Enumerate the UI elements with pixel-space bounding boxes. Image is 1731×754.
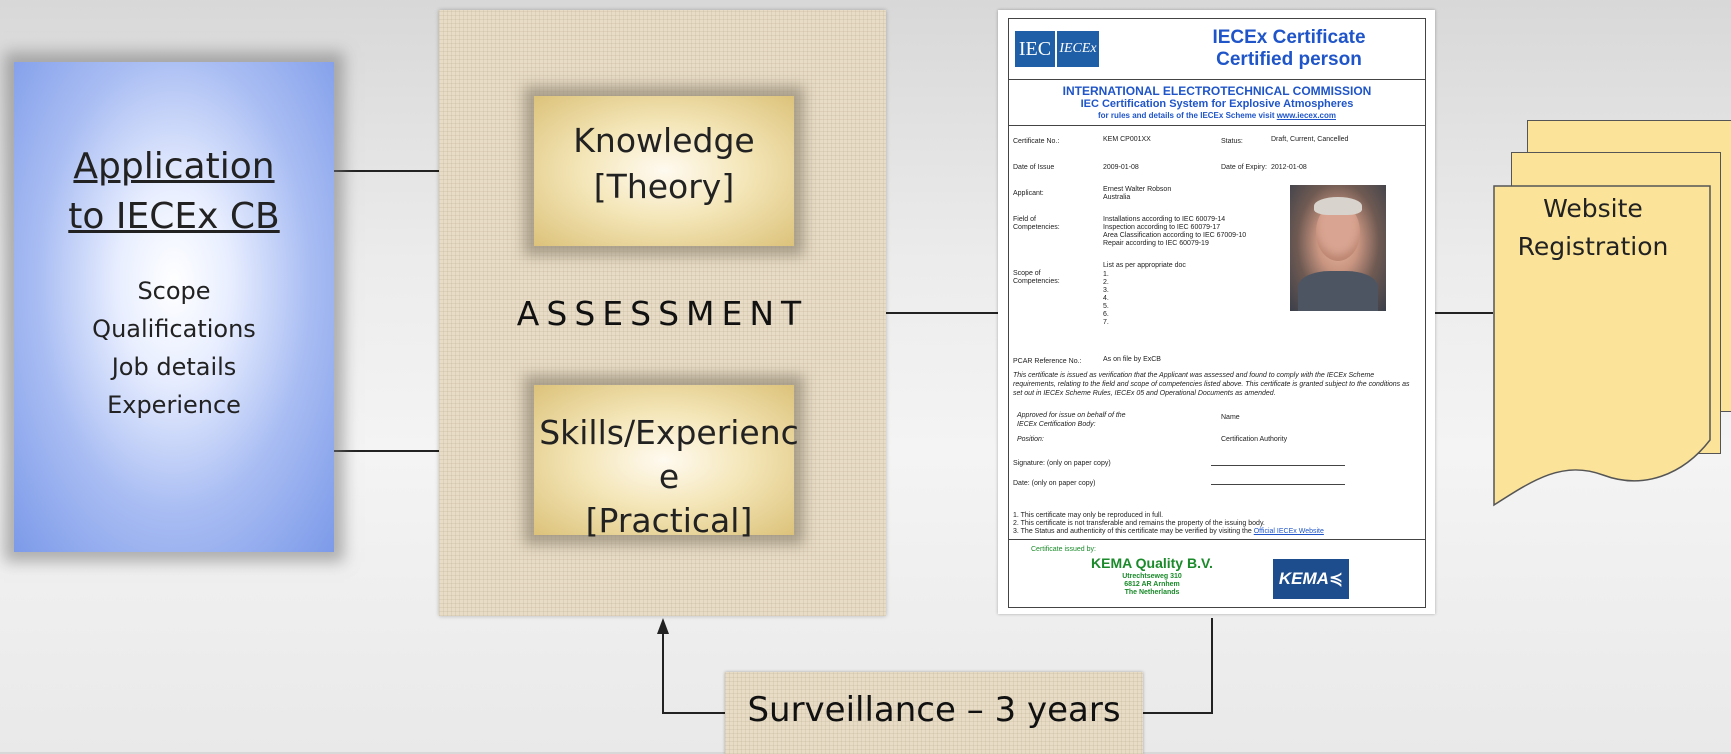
certificate-footer-divider [1009, 539, 1425, 540]
application-title: Application to IECEx CB [14, 142, 334, 242]
note-2: 2. This certificate is not transferable … [1013, 520, 1265, 527]
certificate-title-line1: IECEx Certificate [1212, 27, 1366, 48]
applicant-name: Ernest Walter Robson [1103, 186, 1172, 193]
date-expiry-value: 2012-01-08 [1271, 164, 1307, 171]
position-value: Certification Authority [1221, 436, 1288, 443]
position-label: Position: [1017, 436, 1044, 443]
pcar-value: As on file by ExCB [1103, 356, 1161, 363]
knowledge-box: Knowledge [Theory] [534, 96, 794, 246]
certificate-org: INTERNATIONAL ELECTROTECHNICAL COMMISSIO… [1062, 84, 1372, 98]
certificate-frame: IEC IECEx IECEx Certificate Certified pe… [1008, 18, 1426, 608]
application-items: Scope Qualifications Job details Experie… [14, 272, 334, 424]
scope-head: List as per appropriate doc [1103, 262, 1186, 269]
certificate-rules-link[interactable]: www.iecex.com [1276, 111, 1336, 120]
photo-hair [1314, 197, 1362, 215]
arrowhead-up-icon [657, 618, 669, 634]
iecex-logo: IECEx [1057, 31, 1099, 67]
certificate-system: IEC Certification System for Explosive A… [1080, 98, 1354, 110]
certificate-divider [1009, 125, 1425, 126]
status-label: Status: [1221, 138, 1243, 145]
approved-label: Approved for issue on behalf of the IECE… [1017, 412, 1126, 428]
connector-surveillance-assessment [662, 628, 725, 714]
field-label-1: Field of [1013, 216, 1036, 223]
skills-line3: [Practical] [585, 501, 753, 540]
website-registration-label: Website Registration [1493, 190, 1693, 266]
scope-item: 5. [1103, 303, 1109, 310]
issued-by-label: Certificate issued by: [1031, 546, 1096, 553]
application-item-scope: Scope [137, 277, 211, 305]
kema-logo-text: KEMA [1278, 569, 1329, 588]
application-item-experience: Experience [107, 391, 241, 419]
skills-line1: Skills/Experienc [539, 413, 799, 452]
issuer-address-line3: The Netherlands [1124, 589, 1180, 596]
website-doc-front [1493, 185, 1711, 507]
cert-no-label: Certificate No.: [1013, 138, 1060, 145]
certificate-title-line2: Certified person [1216, 49, 1362, 70]
kema-logo: KEMA≼ [1273, 559, 1349, 599]
application-box: Application to IECEx CB Scope Qualificat… [14, 62, 334, 552]
skills-text: Skills/Experienc e [Practical] [534, 411, 804, 543]
applicant-country: Australia [1103, 194, 1131, 201]
scope-item: 3. [1103, 287, 1109, 294]
scope-label-2: Competencies: [1013, 278, 1060, 285]
signature-line [1211, 465, 1345, 466]
surveillance-box [725, 672, 1143, 754]
certificate-subheader: INTERNATIONAL ELECTROTECHNICAL COMMISSIO… [1009, 84, 1425, 121]
pcar-label: PCAR Reference No.: [1013, 358, 1082, 365]
scope-item: 1. [1103, 271, 1109, 278]
signature-label: Signature: (only on paper copy) [1013, 460, 1111, 467]
note-1: 1. This certificate may only be reproduc… [1013, 512, 1164, 519]
applicant-photo [1290, 185, 1386, 311]
scope-item: 6. [1103, 311, 1109, 318]
knowledge-line1: Knowledge [573, 121, 755, 160]
note-3-link[interactable]: Official IECEx Website [1253, 528, 1324, 535]
issuer-address-line2: 6812 AR Arnhem [1124, 581, 1180, 588]
website-label-line1: Website [1543, 194, 1643, 223]
status-value: Draft, Current, Cancelled [1271, 136, 1349, 143]
name-label: Name [1221, 414, 1240, 421]
issuer-address-line1: Utrechtseweg 310 [1122, 573, 1182, 580]
field-item: Installations according to IEC 60079-14 [1103, 216, 1226, 223]
certificate-header: IEC IECEx IECEx Certificate Certified pe… [1009, 19, 1425, 80]
certificate-rules-prefix: for rules and details of the IECEx Schem… [1097, 111, 1277, 120]
date-line [1211, 484, 1345, 485]
field-item: Inspection according to IEC 60079-17 [1103, 224, 1221, 231]
certificate-document: IEC IECEx IECEx Certificate Certified pe… [998, 10, 1435, 614]
field-item: Area Classification according to IEC 670… [1103, 232, 1247, 239]
issuer-address: Utrechtseweg 310 6812 AR Arnhem The Neth… [1067, 573, 1237, 597]
scope-item: 7. [1103, 319, 1109, 326]
note-3-prefix: 3. The Status and authenticity of this c… [1013, 528, 1254, 535]
connector-certificate-surveillance [1143, 618, 1213, 714]
surveillance-label: Surveillance – 3 years [747, 690, 1121, 730]
photo-body [1298, 271, 1378, 311]
knowledge-line2: [Theory] [593, 167, 735, 206]
certificate-title: IECEx Certificate Certified person [1159, 27, 1419, 71]
application-title-line1: Application [73, 146, 275, 187]
scope-label-1: Scope of [1013, 270, 1041, 277]
scope-item: 2. [1103, 279, 1109, 286]
date-issue-label: Date of Issue [1013, 164, 1055, 171]
date-expiry-label: Date of Expiry: [1221, 164, 1267, 171]
application-item-qualifications: Qualifications [92, 315, 256, 343]
certificate-statement: This certificate is issued as verificati… [1013, 372, 1410, 397]
skills-box [534, 385, 794, 535]
field-item: Repair according to IEC 60079-19 [1103, 240, 1209, 247]
website-label-line2: Registration [1517, 232, 1669, 261]
date-issue-value: 2009-01-08 [1103, 164, 1139, 171]
application-title-line2: to IECEx CB [68, 196, 280, 237]
field-label-2: Competencies: [1013, 224, 1060, 231]
scope-item: 4. [1103, 295, 1109, 302]
application-item-job-details: Job details [111, 353, 237, 381]
skills-line2: e [658, 457, 680, 496]
certificate-rules: for rules and details of the IECEx Schem… [1009, 111, 1425, 121]
applicant-label: Applicant: [1013, 190, 1044, 197]
issuer-name: KEMA Quality B.V. [1091, 555, 1213, 571]
cert-no-value: KEM CP001XX [1103, 136, 1151, 143]
date-label: Date: (only on paper copy) [1013, 480, 1096, 487]
iec-logo: IEC [1015, 31, 1055, 67]
assessment-label: ASSESSMENT [516, 294, 809, 333]
note-3: 3. The Status and authenticity of this c… [1013, 527, 1324, 536]
